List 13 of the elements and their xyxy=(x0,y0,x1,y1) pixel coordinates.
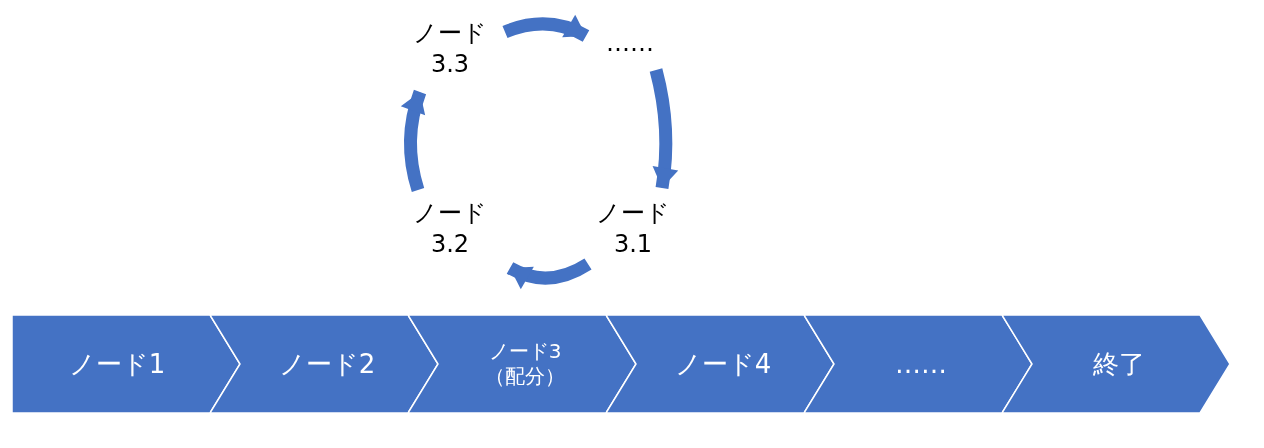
step-label: ノード2 xyxy=(277,347,377,381)
step-label: 終了 xyxy=(1092,347,1146,381)
step-label: …… xyxy=(894,347,948,381)
node-label: …… xyxy=(590,22,670,66)
step-label: ノード1 xyxy=(67,347,167,381)
node-label: ノード3.2 xyxy=(395,192,505,266)
curved-arrow xyxy=(649,68,678,189)
curved-arrow xyxy=(502,15,590,42)
step-label: ノード4 xyxy=(673,347,773,381)
curved-arrow xyxy=(401,89,427,192)
node-label: ノード3.3 xyxy=(395,12,505,86)
step-label: ノード3（配分） xyxy=(484,339,566,389)
node-label: ノード3.1 xyxy=(578,192,688,266)
